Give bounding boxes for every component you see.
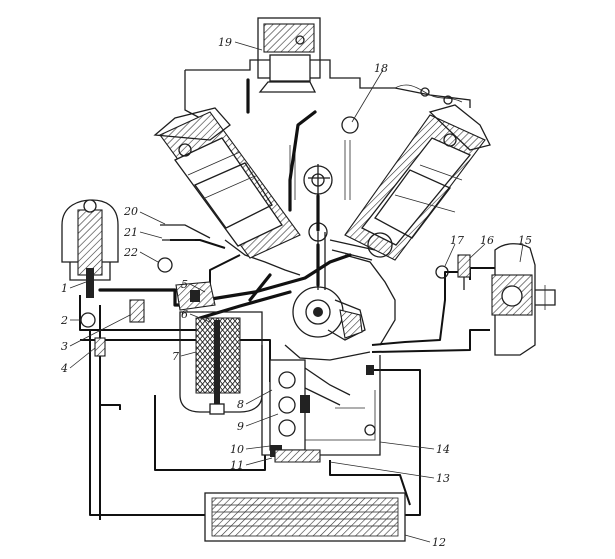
safety-valve-4 (94, 337, 106, 357)
gauge-17 (435, 265, 449, 279)
coarse-oil-filter-7 (175, 281, 263, 415)
label-17: 17 (450, 234, 464, 247)
label-22: 22 (123, 246, 138, 259)
label-10: 10 (230, 443, 244, 456)
pressure-valve-2 (80, 312, 96, 328)
label-20: 20 (123, 205, 138, 218)
hydraulic-clutch-15 (491, 243, 556, 356)
label-15: 15 (518, 234, 532, 247)
oil-lines (79, 78, 495, 520)
label-16: 16 (480, 234, 494, 247)
label-14: 14 (436, 443, 450, 456)
oil-cooler-12 (204, 492, 406, 542)
part-labels: 19 18 20 21 22 1 2 3 4 5 6 7 8 9 10 11 1… (60, 36, 532, 549)
oil-filter-top-19 (257, 17, 321, 93)
label-21: 21 (123, 226, 138, 239)
leader-lines (69, 41, 524, 543)
label-4: 4 (60, 362, 68, 375)
label-9: 9 (237, 420, 244, 433)
label-3: 3 (61, 340, 68, 353)
label-13: 13 (436, 472, 450, 485)
engine-block (153, 59, 491, 361)
label-5: 5 (181, 278, 188, 291)
label-19: 19 (218, 36, 232, 49)
label-11: 11 (230, 459, 244, 472)
oil-pump (269, 359, 341, 463)
label-2: 2 (60, 314, 68, 327)
label-8: 8 (237, 398, 244, 411)
label-12: 12 (432, 536, 446, 549)
bypass-valve-3 (129, 299, 145, 323)
pressure-gauge-22 (157, 257, 173, 273)
oil-pressure-sensor-16 (457, 254, 471, 290)
centrifuge-filter-1 (61, 199, 119, 298)
label-6: 6 (181, 308, 188, 321)
label-1: 1 (61, 282, 68, 295)
label-7: 7 (172, 350, 179, 363)
label-18: 18 (374, 62, 388, 75)
oil-filler-20 (160, 224, 211, 239)
drain-plug-14 (364, 424, 376, 436)
